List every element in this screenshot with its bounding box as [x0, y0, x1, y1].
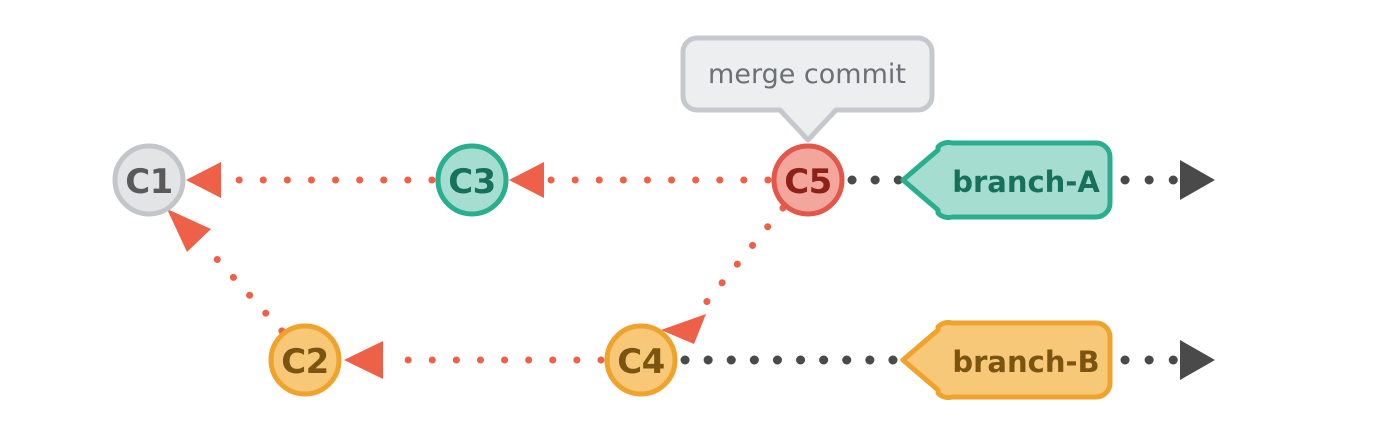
branch-lines-group	[680, 160, 1215, 380]
branch-b-arrowhead-icon	[1180, 340, 1215, 380]
commit-circle-c5[interactable]	[771, 143, 845, 217]
edge-c4-to-c2	[344, 341, 605, 379]
commit-node-c1[interactable]: C1	[112, 143, 186, 217]
branch-b-tag-label: branch-B	[952, 345, 1099, 379]
merge-commit-callout-shape	[680, 35, 935, 143]
edge-c5-c4-line	[696, 204, 787, 314]
branch-tag-branch-a[interactable]: branch-A	[900, 140, 1113, 220]
edge-c5-to-c4	[661, 204, 787, 344]
edge-c5-c3-arrowhead	[509, 162, 544, 198]
edge-c2-c1-line	[201, 242, 286, 335]
branch-b-tag-shape[interactable]	[900, 320, 1113, 400]
edge-c5-c4-arrowhead	[661, 314, 706, 344]
edge-c4-c2-arrowhead	[344, 341, 383, 379]
parent-edges-group	[167, 162, 787, 379]
edge-c3-to-c1	[186, 162, 436, 198]
branch-a-arrowhead-icon	[1180, 160, 1215, 200]
branch-a-tag-label: branch-A	[952, 165, 1100, 199]
commit-node-c4[interactable]: C4	[604, 323, 678, 397]
commit-circle-c3[interactable]	[435, 143, 509, 217]
commit-node-c5[interactable]: C5	[771, 143, 845, 217]
commit-circle-c4[interactable]	[604, 323, 678, 397]
commit-label-c4: C4	[617, 342, 665, 382]
edge-c3-c1-arrowhead	[186, 162, 221, 198]
edge-c2-to-c1	[167, 209, 286, 335]
commit-label-c2: C2	[281, 342, 329, 382]
commit-circle-c1[interactable]	[112, 143, 186, 217]
commit-label-c3: C3	[448, 162, 496, 202]
edge-c5-to-c3	[509, 162, 772, 198]
commit-circle-c2[interactable]	[268, 323, 342, 397]
branch-tag-branch-b[interactable]: branch-B	[900, 320, 1113, 400]
branch-a-tag-shape[interactable]	[900, 140, 1113, 220]
commit-node-c3[interactable]: C3	[435, 143, 509, 217]
merge-commit-callout-label: merge commit	[708, 59, 906, 90]
commit-label-c1: C1	[125, 162, 173, 202]
commit-nodes-group: C1 C3 C5 C2 C4	[112, 143, 845, 397]
merge-commit-callout: merge commit	[680, 35, 935, 143]
commit-node-c2[interactable]: C2	[268, 323, 342, 397]
commit-label-c5: C5	[784, 162, 832, 202]
edge-c2-c1-arrowhead	[167, 209, 211, 252]
